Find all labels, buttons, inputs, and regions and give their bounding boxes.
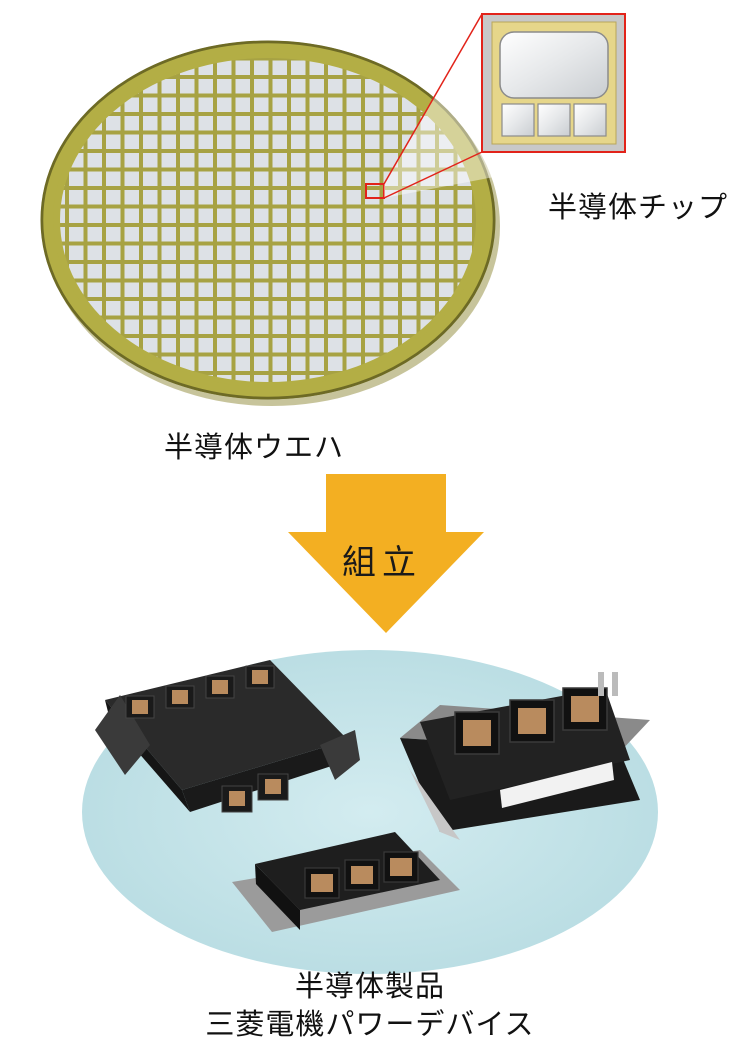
down-arrow-icon — [288, 474, 484, 633]
wafer-label: 半導体ウエハ — [164, 430, 345, 464]
chip-label: 半導体チップ — [548, 190, 729, 224]
chip-callout — [365, 13, 626, 199]
semiconductor-wafer — [40, 40, 500, 406]
product-label-line2: 三菱電機パワーデバイス — [205, 1007, 535, 1041]
product-label-line1: 半導体製品 — [294, 969, 445, 1003]
power-module-icon — [232, 832, 460, 932]
assembly-label: 組立 — [342, 543, 422, 583]
power-module-icon — [95, 660, 360, 813]
power-module-icon — [400, 672, 650, 840]
